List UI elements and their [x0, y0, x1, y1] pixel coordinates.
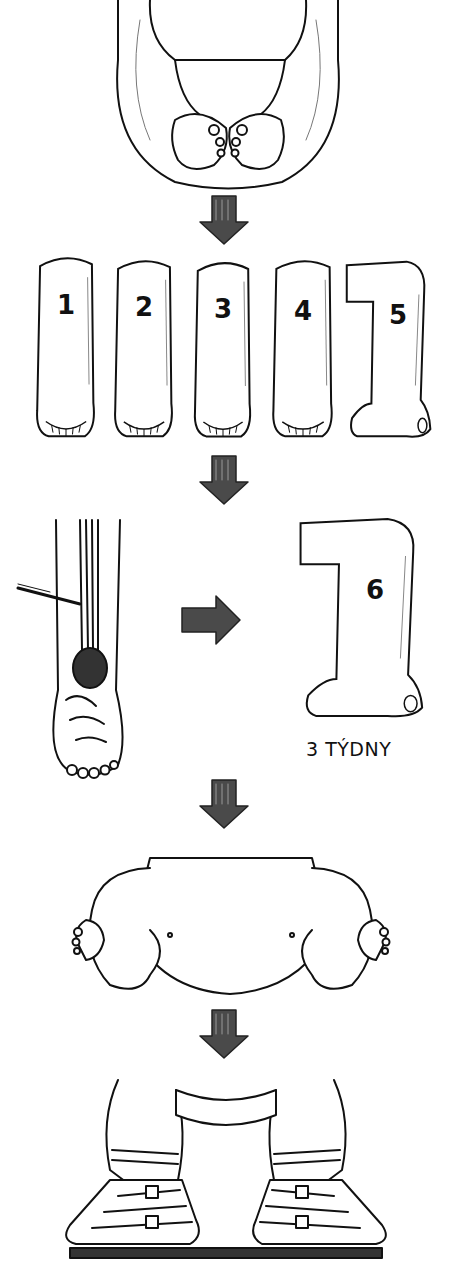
cast-outline — [30, 255, 102, 440]
cast-number: 3 — [214, 296, 232, 322]
cast-outline — [188, 260, 258, 440]
leg-cast: 1 — [30, 255, 102, 440]
tenotomy — [18, 520, 123, 778]
leg-cast: 3 — [188, 260, 258, 440]
cast-outline — [345, 258, 433, 440]
leg-cast: 2 — [108, 258, 180, 440]
leg-cast: 6 — [298, 515, 426, 720]
cast-number: 4 — [294, 298, 312, 324]
cast-number: 2 — [135, 294, 153, 320]
cast-number: 5 — [389, 302, 407, 328]
leg-cast: 4 — [266, 258, 340, 440]
baby-clubfoot — [117, 0, 339, 189]
baby-after-cast — [73, 858, 390, 994]
cast-number: 1 — [57, 292, 75, 318]
foot-abduction-brace — [66, 1080, 386, 1258]
cast-number: 6 — [366, 577, 384, 603]
duration-note: 3 TÝDNY — [306, 738, 391, 760]
cast-outline — [298, 515, 426, 720]
leg-cast: 5 — [345, 258, 433, 440]
cast-outline — [108, 258, 180, 440]
cast-outline — [266, 258, 340, 440]
